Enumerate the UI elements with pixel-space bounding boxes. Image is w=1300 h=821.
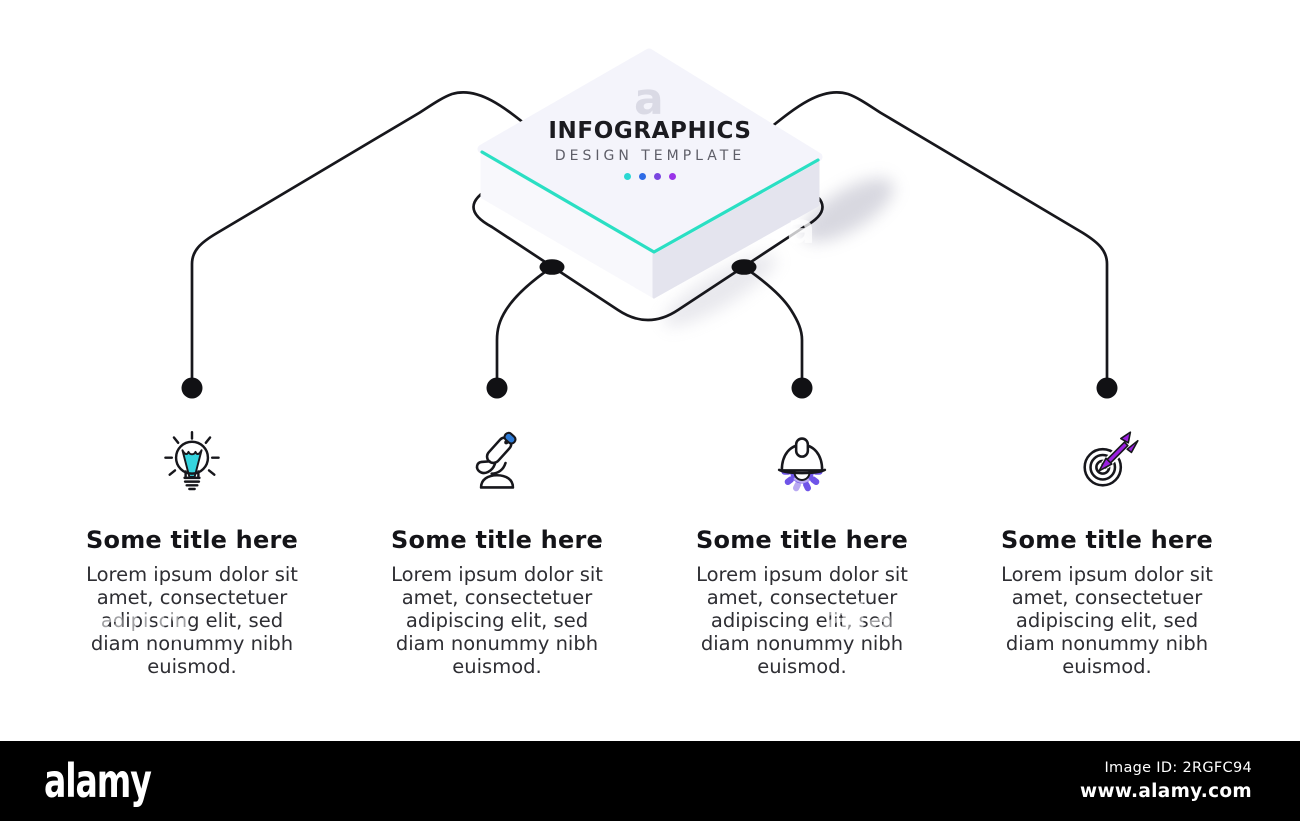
hub-color-dots xyxy=(490,173,810,180)
base-diamond-outline xyxy=(472,83,824,322)
isometric-platform xyxy=(477,48,823,299)
node-dot-1 xyxy=(181,377,203,399)
color-dot-icon xyxy=(654,173,661,180)
lightbulb-icon xyxy=(67,424,317,502)
platform-top-face xyxy=(477,48,823,254)
alamy-url: www.alamy.com xyxy=(1080,781,1252,802)
junction-node xyxy=(539,259,565,275)
hub-title: INFOGRAPHICS xyxy=(548,118,752,144)
item-body: Lorem ipsum dolor sit amet, consectetuer… xyxy=(86,563,298,678)
info-column-2: Some title here Lorem ipsum dolor sit am… xyxy=(372,424,622,678)
item-title: Some title here xyxy=(696,526,908,554)
platform-teal-edge xyxy=(480,150,820,254)
hub-text-block: INFOGRAPHICS DESIGN TEMPLATE xyxy=(490,118,810,180)
connector-line-1 xyxy=(190,91,547,380)
item-title: Some title here xyxy=(86,526,298,554)
color-dot-icon xyxy=(639,173,646,180)
info-column-3: Some title here Lorem ipsum dolor sit am… xyxy=(677,424,927,678)
alamy-footer-bar: alamy Image ID: 2RGFC94 www.alamy.com xyxy=(0,741,1300,821)
image-id-label: Image ID: 2RGFC94 xyxy=(1104,760,1252,776)
hardhat-gear-icon xyxy=(677,424,927,502)
node-dot-4 xyxy=(1096,377,1118,399)
item-body: Lorem ipsum dolor sit amet, consectetuer… xyxy=(696,563,908,678)
connector-lines-outer xyxy=(190,91,1109,380)
color-dot-icon xyxy=(624,173,631,180)
microscope-icon xyxy=(372,424,622,502)
footer-credit-block: Image ID: 2RGFC94 www.alamy.com xyxy=(1080,760,1252,802)
hub-subtitle: DESIGN TEMPLATE xyxy=(554,148,746,164)
alamy-logo: alamy xyxy=(44,754,152,808)
connector-lines-inner xyxy=(495,265,804,380)
connector-line-4 xyxy=(753,91,1109,380)
target-arrow-icon xyxy=(982,424,1232,502)
info-column-4: Some title here Lorem ipsum dolor sit am… xyxy=(982,424,1232,678)
node-dot-2 xyxy=(486,377,508,399)
color-dot-icon xyxy=(669,173,676,180)
connector-line-2 xyxy=(495,265,554,380)
item-title: Some title here xyxy=(1001,526,1213,554)
item-body: Lorem ipsum dolor sit amet, consectetuer… xyxy=(1001,563,1213,678)
connector-line-3 xyxy=(742,265,804,380)
node-dot-3 xyxy=(791,377,813,399)
info-column-1: Some title here Lorem ipsum dolor sit am… xyxy=(67,424,317,678)
item-title: Some title here xyxy=(391,526,603,554)
junction-node xyxy=(731,259,757,275)
item-body: Lorem ipsum dolor sit amet, consectetuer… xyxy=(391,563,603,678)
platform-shadow xyxy=(802,178,894,242)
